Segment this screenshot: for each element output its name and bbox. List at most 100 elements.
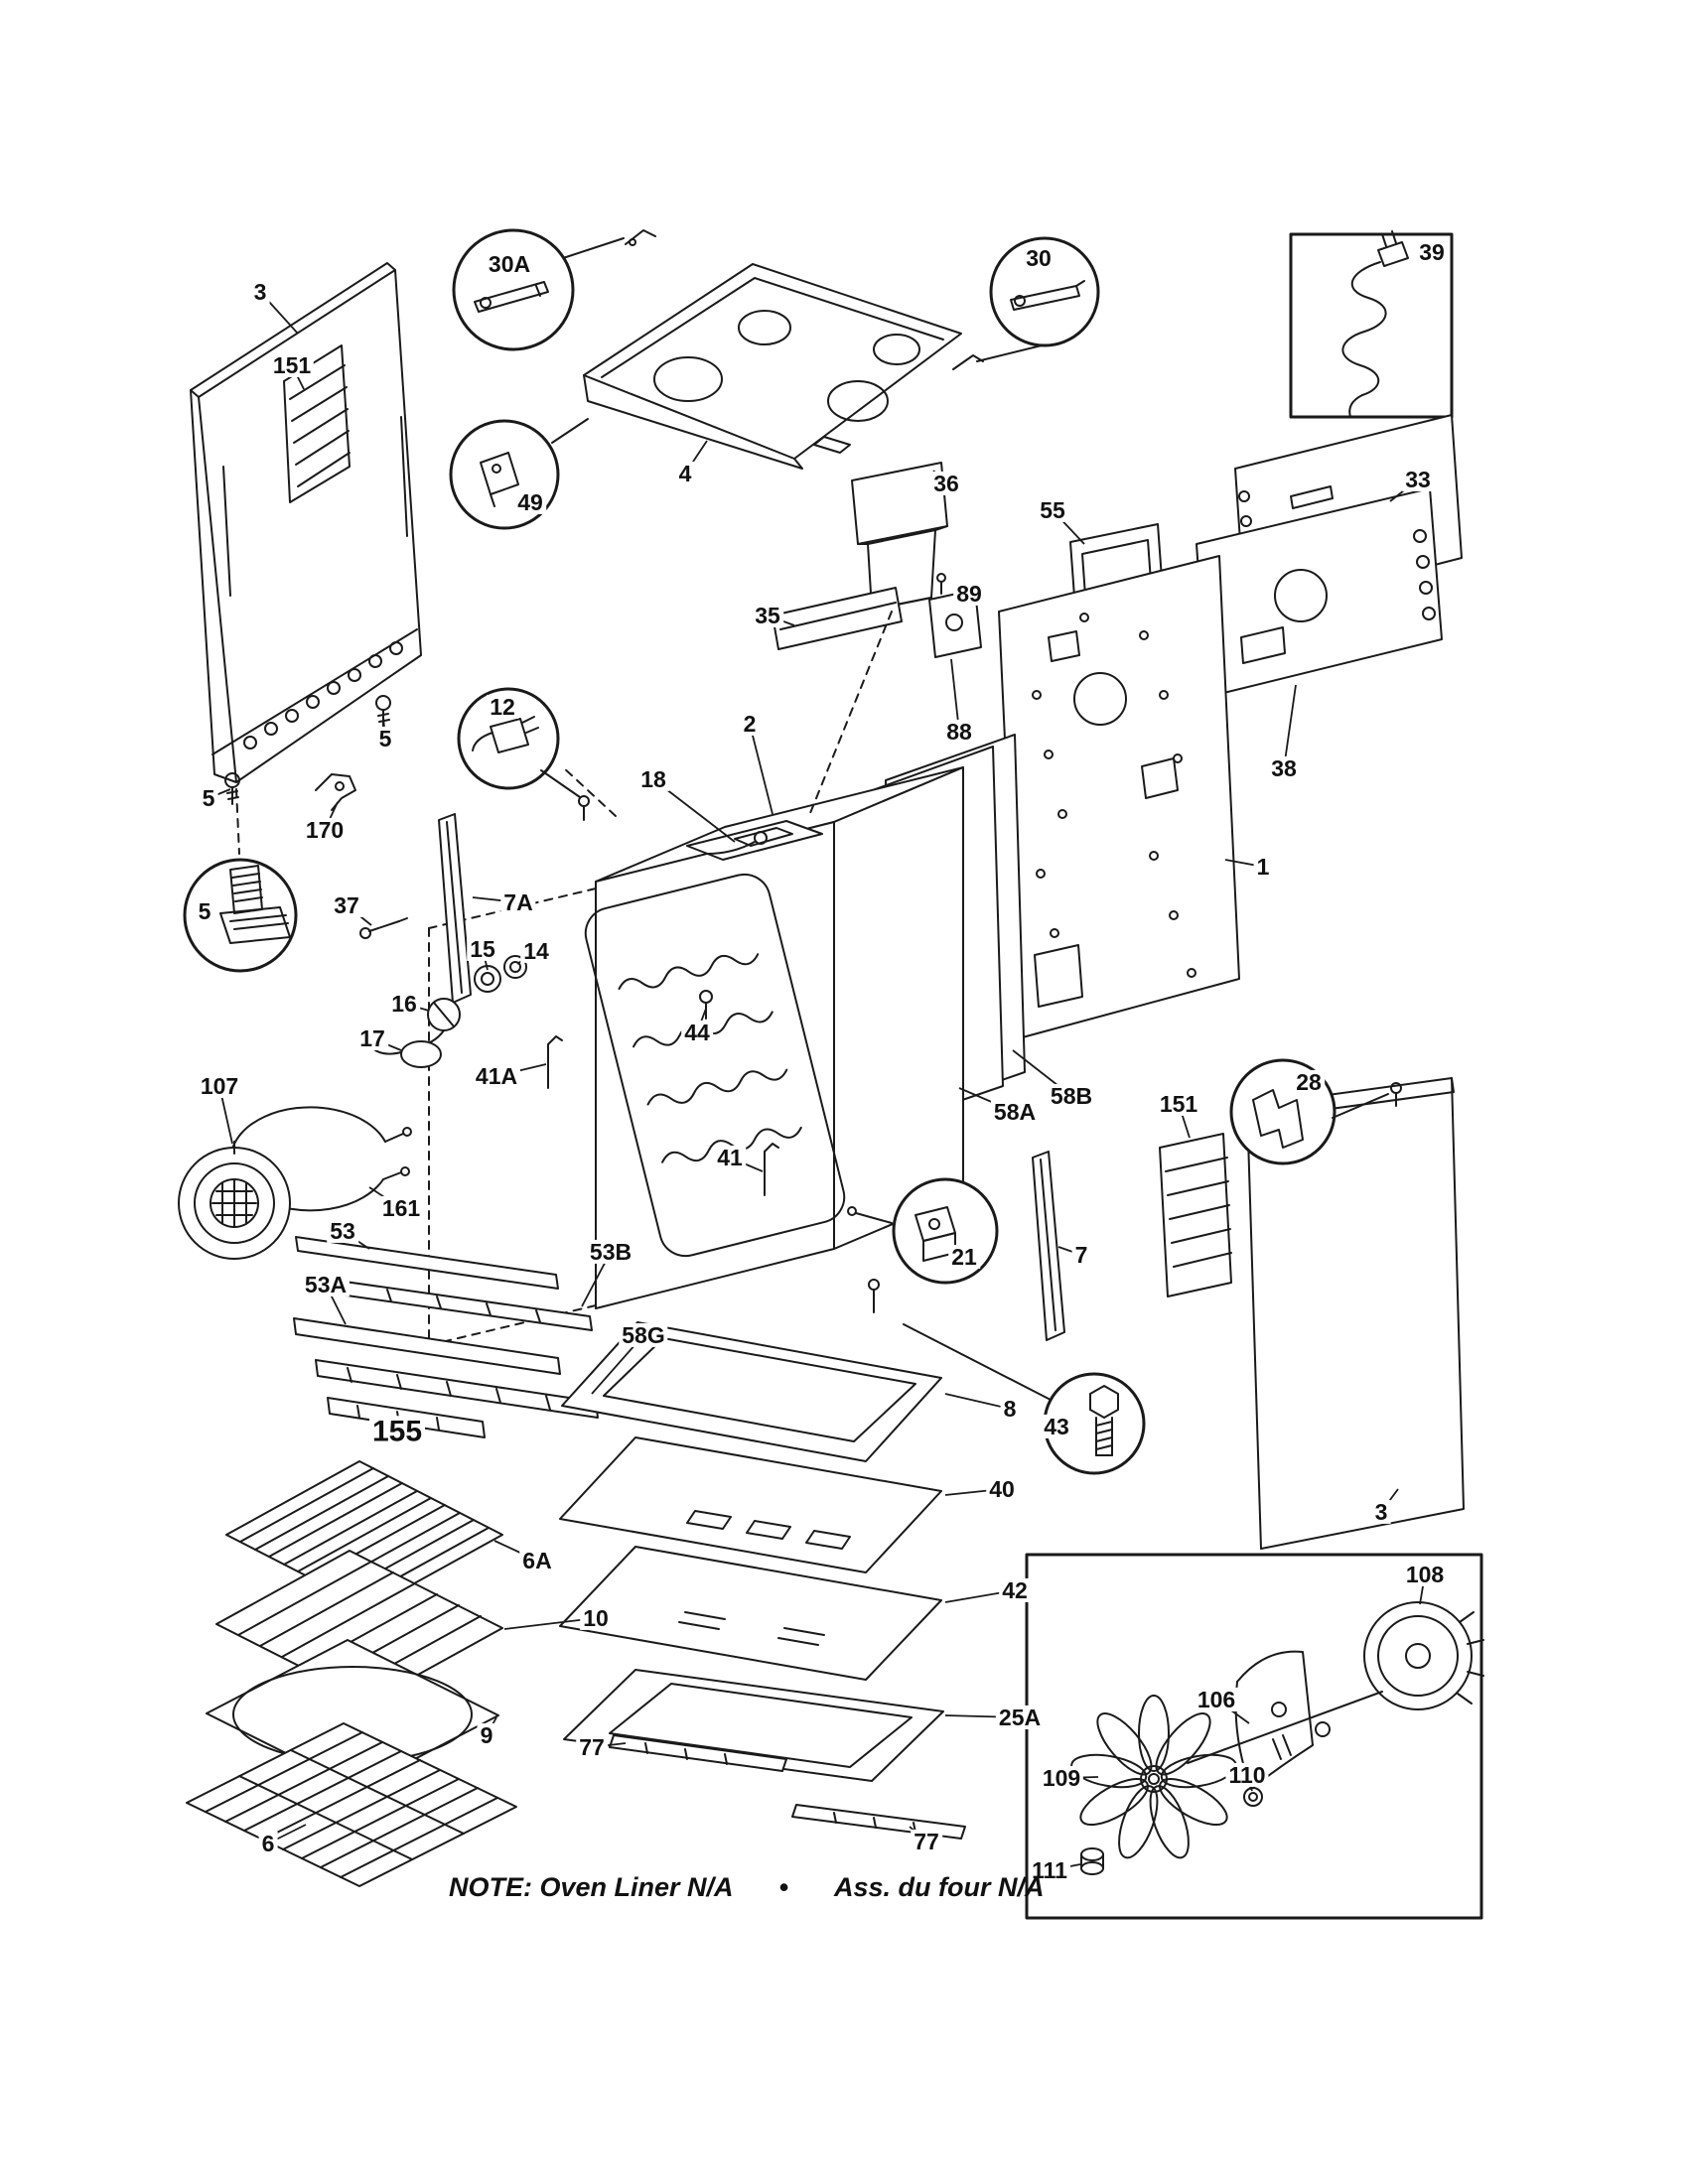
part-fan-nut-110 [1243, 1787, 1263, 1807]
part-label-55-9: 55 [1037, 498, 1068, 522]
part-label-15-23: 15 [467, 937, 498, 961]
inset-bolt-43 [903, 1323, 1146, 1475]
leader-line-2-15 [749, 723, 774, 815]
inset-bracket-30 [989, 236, 1100, 347]
part-label-58g-40: 58G [619, 1323, 668, 1347]
part-label-77-53: 77 [911, 1830, 942, 1853]
part-label-53b-38: 53B [586, 1240, 635, 1264]
leader-line-8-44 [944, 1393, 1011, 1410]
part-label-49-3: 49 [514, 490, 546, 514]
part-label-35-11: 35 [752, 604, 783, 627]
part-label-8-44: 8 [1000, 1397, 1020, 1421]
note-text-en: NOTE: Oven Liner N/A [449, 1872, 734, 1902]
part-label-41a-28: 41A [472, 1064, 521, 1088]
part-label-9-50: 9 [477, 1723, 496, 1747]
part-label-42-49: 42 [999, 1578, 1031, 1602]
part-label-53-37: 53 [327, 1219, 358, 1243]
part-label-88-12: 88 [943, 720, 975, 744]
part-drawer-shelf-8 [561, 1279, 942, 1462]
part-label-155-43: 155 [368, 1416, 426, 1447]
part-label-151-33: 151 [1156, 1092, 1201, 1116]
part-label-3-0: 3 [250, 280, 270, 304]
part-shield-151-right [1159, 1133, 1232, 1297]
part-pins-screws [547, 990, 779, 1196]
part-label-53a-39: 53A [301, 1273, 351, 1297]
part-label-5-17: 5 [375, 727, 395, 751]
part-label-1-29: 1 [1253, 855, 1273, 879]
part-label-3-60: 3 [1371, 1500, 1391, 1524]
part-label-40-46: 40 [986, 1477, 1018, 1501]
part-label-7a-22: 7A [500, 890, 536, 914]
inset-power-cord-39 [1289, 230, 1454, 419]
part-label-109-57: 109 [1039, 1766, 1084, 1790]
part-label-43-45: 43 [1041, 1415, 1072, 1438]
part-drawer-frame-25a [563, 1669, 944, 1782]
part-label-18-16: 18 [637, 767, 669, 791]
part-fan-motor-108 [1187, 1601, 1484, 1764]
inset-plug-12 [457, 687, 581, 798]
part-label-6a-47: 6A [519, 1549, 555, 1572]
part-label-21-41: 21 [948, 1245, 980, 1269]
part-label-107-30: 107 [197, 1074, 242, 1098]
part-label-106-56: 106 [1194, 1688, 1239, 1711]
part-label-110-58: 110 [1225, 1763, 1269, 1787]
part-label-37-21: 37 [331, 893, 362, 917]
part-vent-cover-107 [178, 1141, 291, 1260]
part-side-trim-7 [1032, 1151, 1065, 1341]
diagram-note: NOTE: Oven Liner N/A • Ass. du four N/A [449, 1872, 1045, 1903]
part-label-2-15: 2 [740, 712, 760, 736]
inset-leveling-leg-5 [183, 858, 298, 973]
part-left-side-panel [190, 262, 422, 783]
part-label-10-48: 10 [580, 1606, 612, 1630]
part-label-58b-32: 58B [1047, 1084, 1096, 1108]
part-label-58a-31: 58A [990, 1100, 1040, 1124]
part-label-28-34: 28 [1293, 1070, 1325, 1094]
part-label-5-19: 5 [199, 786, 218, 810]
part-label-36-8: 36 [930, 472, 962, 495]
inset-fan-assembly [1025, 1553, 1484, 1920]
part-label-14-24: 14 [520, 939, 552, 963]
part-deflector-35 [772, 587, 903, 650]
note-separator: • [778, 1872, 788, 1902]
part-label-33-7: 33 [1402, 468, 1434, 491]
part-label-170-18: 170 [302, 818, 348, 842]
part-label-12-14: 12 [487, 695, 518, 719]
part-fan-bracket-106 [1234, 1650, 1314, 1790]
part-label-17-26: 17 [356, 1026, 388, 1050]
part-label-41-35: 41 [714, 1146, 746, 1169]
part-oven-cavity [578, 766, 964, 1309]
part-label-30a-2: 30A [485, 252, 534, 276]
part-label-151-1: 151 [269, 353, 315, 377]
leader-line-38-13 [1283, 684, 1297, 769]
part-label-7-42: 7 [1071, 1243, 1091, 1267]
inset-bracket-30a [452, 228, 575, 351]
part-label-44-27: 44 [681, 1021, 713, 1044]
part-burner-baffles [293, 1236, 599, 1438]
part-igniter-group [374, 955, 527, 1068]
part-label-111-59: 111 [1029, 1858, 1070, 1882]
part-broiler-grid-6a [225, 1460, 503, 1609]
part-label-161-36: 161 [378, 1196, 424, 1220]
leader-line-88-12 [950, 658, 960, 733]
part-label-77-52: 77 [576, 1735, 608, 1759]
part-drawer-panel-42 [559, 1546, 942, 1681]
part-side-trim-7a [438, 813, 472, 1004]
part-back-panel-1 [998, 555, 1240, 1039]
part-label-5-20: 5 [195, 899, 214, 923]
part-top-clips [562, 229, 1043, 370]
note-text-fr: Ass. du four N/A [834, 1872, 1045, 1902]
part-label-25a-51: 25A [995, 1706, 1045, 1729]
part-label-89-10: 89 [953, 582, 985, 606]
part-label-38-13: 38 [1268, 756, 1300, 780]
part-label-30-5: 30 [1023, 246, 1055, 270]
part-label-6-54: 6 [258, 1832, 278, 1855]
part-bracket-88-89 [928, 573, 982, 658]
part-fan-blade-109 [1070, 1695, 1237, 1859]
part-label-39-6: 39 [1416, 240, 1448, 264]
part-fan-grommet-111 [1080, 1847, 1104, 1875]
part-drawer-panel-40 [559, 1436, 942, 1573]
part-main-top [583, 263, 962, 470]
